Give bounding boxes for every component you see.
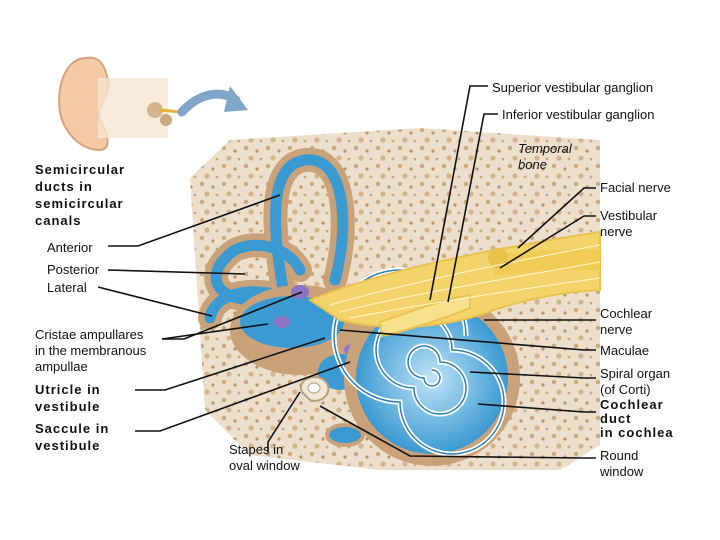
label-superior-vestibular-ganglion: Superior vestibular ganglion — [492, 80, 654, 95]
facial-nerve — [488, 248, 600, 276]
label-temporal-bone-line1: Temporal — [518, 141, 572, 156]
label-lateral: Lateral — [47, 280, 87, 295]
label-semicircular-ducts-line2: ducts in — [35, 179, 93, 194]
label-cochlear-duct-line1: Cochlear — [600, 397, 664, 412]
label-cochlear-nerve: Cochlear nerve — [600, 306, 652, 338]
label-vestibular-nerve-line2: nerve — [600, 224, 633, 239]
zoom-arrowhead — [224, 86, 248, 112]
label-utricle-line2: vestibule — [35, 399, 101, 414]
label-temporal-bone: Temporal bone — [518, 141, 572, 173]
label-vestibular-nerve: Vestibular nerve — [600, 208, 657, 240]
leader-lines — [97, 85, 596, 459]
label-cristae-line3: ampullae — [35, 359, 88, 374]
label-posterior: Posterior — [47, 262, 100, 277]
label-temporal-bone-line2: bone — [518, 157, 547, 172]
label-semicircular-ducts-line3: semicircular — [35, 196, 124, 211]
label-spiral-organ: Spiral organ (of Corti) — [600, 366, 670, 398]
label-semicircular-ducts-line1: Semicircular — [35, 162, 126, 177]
label-cochlear-nerve-line1: Cochlear — [600, 306, 653, 321]
label-maculae: Maculae — [600, 343, 650, 358]
label-spiral-organ-line2: (of Corti) — [600, 382, 651, 397]
label-saccule-line2: vestibule — [35, 438, 101, 453]
label-round-window-line1: Round — [600, 448, 639, 463]
label-cristae-ampullares: Cristae ampullares in the membranous amp… — [35, 327, 146, 375]
label-cristae-line1: Cristae ampullares — [35, 327, 144, 342]
label-cochlear-duct-line2: duct — [600, 411, 632, 426]
label-cochlear-duct: Cochlear duct in cochlea — [600, 398, 674, 440]
utricle — [240, 296, 344, 348]
label-round-window-line2: window — [600, 464, 644, 479]
label-facial-nerve: Facial nerve — [600, 180, 671, 195]
label-stapes-line2: oval window — [229, 458, 300, 473]
label-semicircular-ducts-line4: canals — [35, 213, 82, 228]
label-cochlear-nerve-line2: nerve — [600, 322, 633, 337]
label-semicircular-ducts: Semicircular ducts in semicircular canal… — [35, 161, 125, 229]
vestibular-ganglion — [488, 248, 508, 268]
label-vestibular-nerve-line1: Vestibular — [600, 208, 658, 223]
label-round-window: Round window — [600, 448, 643, 480]
label-saccule: Saccule in vestibule — [35, 420, 109, 454]
stapes — [300, 376, 330, 402]
label-utricle: Utricle in vestibule — [35, 381, 101, 415]
label-stapes-line1: Stapes in — [229, 442, 284, 457]
round-window — [325, 423, 365, 447]
label-spiral-organ-line1: Spiral organ — [600, 366, 671, 381]
label-utricle-line1: Utricle in — [35, 382, 101, 397]
label-saccule-line1: Saccule in — [35, 421, 110, 436]
label-stapes: Stapes in oval window — [229, 442, 300, 474]
label-anterior: Anterior — [47, 240, 93, 255]
label-cristae-line2: in the membranous — [35, 343, 147, 358]
ear-thumbnail — [58, 56, 181, 152]
label-cochlear-duct-line3: in cochlea — [600, 425, 674, 440]
label-inferior-vestibular-ganglion: Inferior vestibular ganglion — [502, 107, 655, 122]
